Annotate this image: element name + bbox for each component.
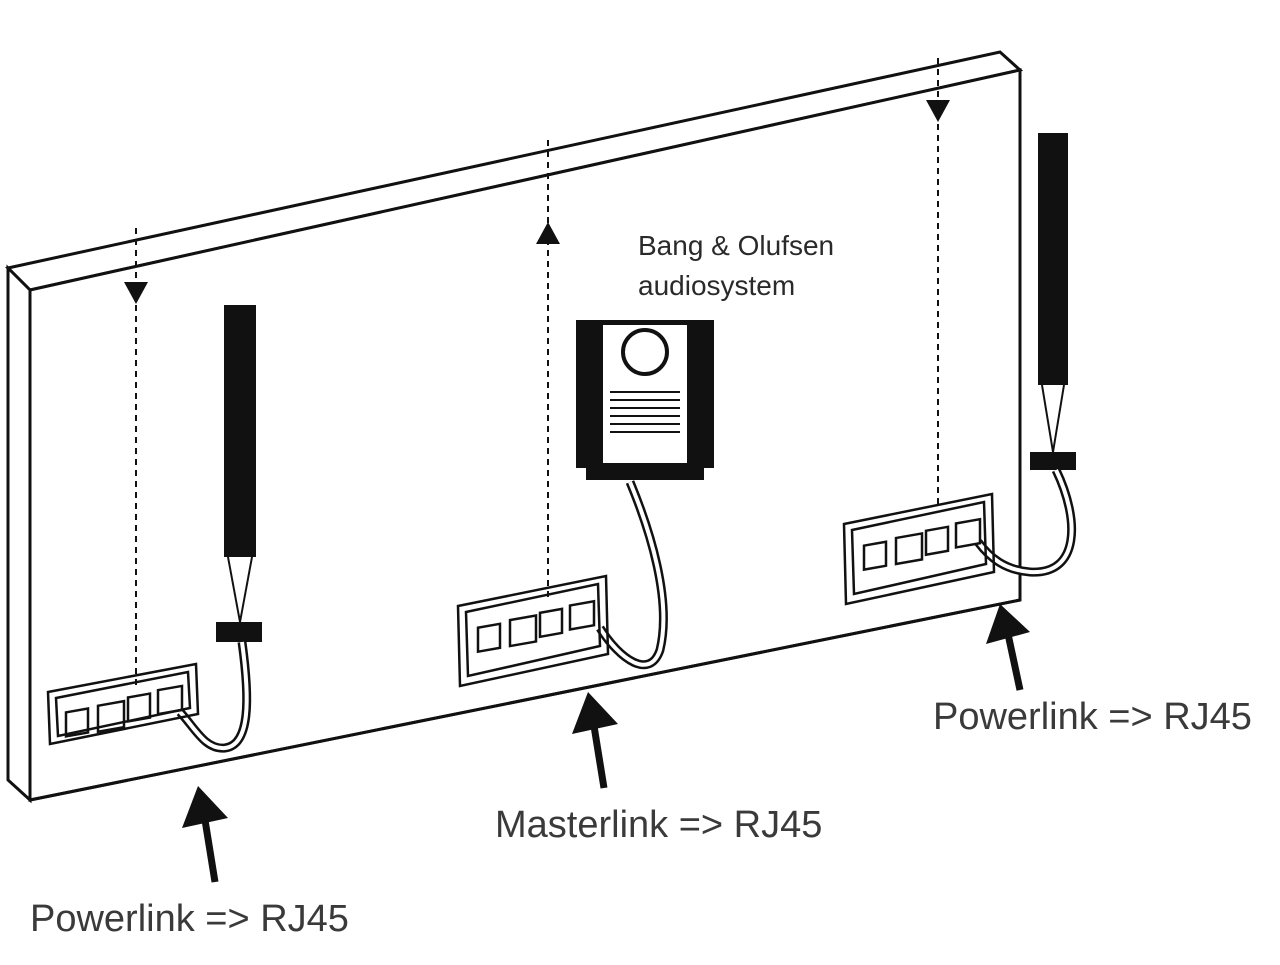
arrow-left [182,786,228,883]
audio-system-unit [576,320,714,670]
product-name-label: Bang & Olufsen [638,230,835,261]
wall-panel [4,50,1024,804]
speaker-right [974,133,1077,577]
product-type-label: audiosystem [638,270,796,301]
speaker-left [176,305,262,753]
socket-plate-left [46,662,200,746]
socket-plate-right [842,492,996,606]
arrow-right [986,604,1030,691]
guide-line-center [536,140,560,600]
guide-line-left [124,228,148,688]
center-connection-label: Masterlink => RJ45 [495,804,823,846]
arrow-center [572,692,618,789]
socket-plate-center [456,574,610,688]
left-connection-label: Powerlink => RJ45 [30,898,349,940]
guide-line-right [926,58,950,508]
right-connection-label: Powerlink => RJ45 [933,696,1252,738]
